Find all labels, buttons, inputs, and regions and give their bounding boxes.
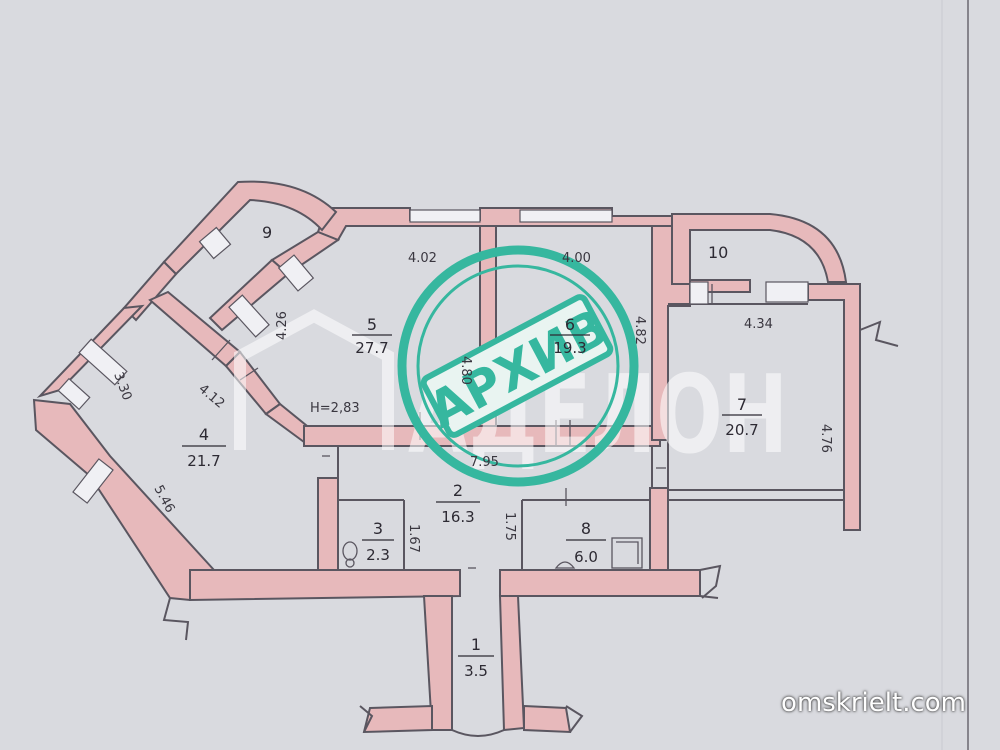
room-1-number: 1	[471, 635, 481, 654]
room-4-number: 4	[199, 425, 209, 444]
room-3-number: 3	[373, 519, 383, 538]
wall-stub-bl	[362, 704, 433, 734]
wall-bay-9	[162, 180, 338, 276]
room-5-area: 27.7	[355, 339, 388, 357]
dim-7-95: 7.95	[470, 455, 499, 470]
room-8-area: 6.0	[574, 548, 598, 566]
dim-1-75: 1.75	[502, 512, 517, 541]
room-10-number: 10	[708, 243, 728, 262]
dim-4-76: 4.76	[818, 424, 833, 453]
wall-corridor-left	[317, 477, 339, 571]
dim-4-02: 4.02	[408, 251, 437, 266]
stamp-banner	[420, 294, 614, 438]
wall-entrance-right	[498, 595, 526, 732]
wall-bay-10	[671, 213, 848, 285]
wall-bottom-left	[189, 569, 461, 602]
room-7-number: 7	[737, 395, 747, 414]
wall-stub-br	[523, 704, 572, 734]
wall-left-upper	[122, 260, 178, 322]
toilet-icon	[342, 541, 358, 561]
site-watermark-url: omskrielt.com	[781, 688, 966, 718]
dim-4-80: 4.80	[458, 356, 473, 385]
dim-3-30: 3.30	[110, 370, 134, 402]
room-2-area: 16.3	[441, 508, 474, 526]
room-3-area: 2.3	[366, 546, 390, 564]
fixtures	[342, 537, 643, 569]
sink-icon	[554, 561, 576, 569]
windows	[57, 209, 809, 504]
walls	[32, 180, 861, 734]
room-2-number: 2	[453, 481, 463, 500]
room-9-number: 9	[262, 223, 272, 242]
dim-4-82: 4.82	[632, 316, 647, 345]
wall-left-outer	[32, 398, 216, 602]
wall-bottom-right	[499, 569, 701, 597]
room-labels: 9 10 5 27.7 6 19.3 7 20.7 4 21.7 2 16.3 …	[182, 223, 762, 680]
room-6-number: 6	[565, 315, 575, 334]
stamp-ring	[397, 245, 639, 487]
room-7-area: 20.7	[725, 421, 758, 439]
dim-4-34: 4.34	[744, 317, 773, 332]
watermark: АДЕЛОН АРХИВ	[234, 245, 788, 487]
shower-icon	[611, 537, 643, 569]
room-6-area: 19.3	[553, 339, 586, 357]
dim-1-67: 1.67	[406, 524, 421, 553]
room-1-area: 3.5	[464, 662, 488, 680]
dim-4-00: 4.00	[562, 251, 591, 266]
room-4-area: 21.7	[187, 452, 220, 470]
wall-right-7	[807, 283, 861, 531]
house-logo-icon	[234, 309, 394, 450]
room-8-number: 8	[581, 519, 591, 538]
ceiling-height: H=2,83	[310, 401, 360, 416]
wall-corridor-right	[649, 487, 669, 571]
dim-4-26-label: 4.26	[275, 311, 290, 340]
dim-4-12: 4.12	[195, 382, 227, 412]
room-5-number: 5	[367, 315, 377, 334]
